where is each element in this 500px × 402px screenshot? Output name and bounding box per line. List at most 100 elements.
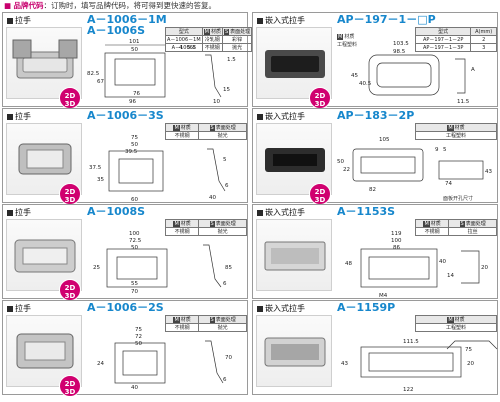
svg-text:55: 55 bbox=[131, 281, 138, 287]
svg-text:5: 5 bbox=[443, 147, 447, 153]
category-label: 拉手 bbox=[7, 207, 31, 218]
svg-text:70: 70 bbox=[225, 355, 232, 361]
side-profile: 75 bbox=[446, 340, 498, 353]
product-code: A－1006－3S bbox=[87, 109, 164, 122]
technical-drawing: 75 72 50 24 40 70 6 bbox=[97, 327, 232, 391]
svg-text:50: 50 bbox=[337, 159, 344, 165]
svg-text:M4: M4 bbox=[379, 293, 388, 299]
svg-text:85: 85 bbox=[225, 265, 232, 271]
svg-text:101: 101 bbox=[129, 39, 140, 45]
svg-text:22: 22 bbox=[343, 167, 350, 173]
product-photo bbox=[6, 315, 82, 387]
category-label: 拉手 bbox=[7, 111, 31, 122]
svg-text:70: 70 bbox=[131, 289, 138, 295]
svg-text:15: 15 bbox=[223, 87, 230, 93]
svg-text:5.8: 5.8 bbox=[187, 45, 196, 51]
svg-text:10: 10 bbox=[213, 99, 220, 105]
product-photo bbox=[6, 219, 82, 291]
bullet-icon: ■ bbox=[4, 1, 12, 10]
brand-code-note: ■ 品牌代码：订购时，填写品牌代码，将可得到更快速的答复。 bbox=[0, 0, 500, 12]
svg-text:96: 96 bbox=[129, 99, 136, 105]
brand-code-label: 品牌代码 bbox=[13, 1, 44, 10]
svg-text:20: 20 bbox=[481, 265, 488, 271]
product-code: A－1008S bbox=[87, 205, 146, 218]
svg-text:67: 67 bbox=[97, 79, 104, 85]
svg-text:50: 50 bbox=[135, 341, 142, 347]
svg-text:6: 6 bbox=[225, 183, 229, 189]
product-code: AP－197－1－□P bbox=[337, 13, 436, 26]
svg-text:5: 5 bbox=[223, 157, 227, 163]
svg-text:43: 43 bbox=[341, 361, 348, 367]
svg-text:86: 86 bbox=[393, 245, 400, 251]
svg-text:98.5: 98.5 bbox=[393, 49, 406, 55]
svg-text:A: A bbox=[471, 67, 475, 73]
svg-text:100: 100 bbox=[129, 231, 140, 237]
svg-text:72.5: 72.5 bbox=[129, 238, 142, 244]
svg-text:40: 40 bbox=[439, 259, 446, 265]
svg-text:45: 45 bbox=[351, 73, 358, 79]
category-label: 嵌入式拉手 bbox=[257, 207, 305, 218]
technical-drawing: 119 100 86 48 40 14 M4 20 bbox=[345, 231, 488, 299]
svg-text:74: 74 bbox=[445, 181, 452, 187]
svg-text:75: 75 bbox=[135, 327, 142, 333]
svg-text:24: 24 bbox=[97, 361, 104, 367]
technical-drawing: 111.5 43 20 122 bbox=[341, 339, 474, 393]
technical-drawing: 75 50 39.5 37.5 35 60 5 6 40 bbox=[89, 135, 229, 203]
product-code: A－1153S bbox=[337, 205, 396, 218]
svg-text:50: 50 bbox=[131, 142, 138, 148]
product-photo bbox=[256, 315, 332, 387]
cutout-label: 面板开孔尺寸 bbox=[443, 196, 474, 202]
svg-text:39.5: 39.5 bbox=[125, 149, 138, 155]
svg-text:37.5: 37.5 bbox=[89, 165, 102, 171]
svg-text:4: 4 bbox=[179, 45, 183, 51]
svg-text:100: 100 bbox=[391, 238, 402, 244]
technical-drawing: 100 72.5 50 25 55 70 85 6 bbox=[93, 231, 232, 295]
svg-text:25: 25 bbox=[93, 265, 100, 271]
material-value: 工程塑料 bbox=[337, 42, 358, 48]
svg-text:40.5: 40.5 bbox=[359, 81, 372, 87]
category-label: 嵌入式拉手 bbox=[257, 111, 305, 122]
svg-text:43: 43 bbox=[485, 169, 492, 175]
svg-text:9: 9 bbox=[435, 147, 439, 153]
svg-text:111.5: 111.5 bbox=[403, 339, 419, 345]
square-icon bbox=[7, 17, 13, 24]
svg-text:82.5: 82.5 bbox=[87, 71, 100, 77]
svg-text:75: 75 bbox=[465, 347, 472, 353]
product-code: A－1006－2S bbox=[87, 301, 164, 314]
category-label: 嵌入式拉手 bbox=[257, 303, 305, 314]
svg-text:6: 6 bbox=[223, 377, 227, 383]
product-code: A－1159P bbox=[337, 301, 396, 314]
technical-drawing: 105 50 22 82 9 5 43 74 bbox=[337, 137, 492, 193]
svg-text:35: 35 bbox=[97, 177, 104, 183]
technical-drawing: 103.5 98.5 45 40.5 A 11.5 bbox=[351, 41, 475, 105]
svg-text:76: 76 bbox=[133, 91, 140, 97]
svg-text:72: 72 bbox=[135, 334, 142, 340]
svg-text:11.5: 11.5 bbox=[457, 99, 470, 105]
handle-photo bbox=[12, 39, 78, 79]
product-photo bbox=[256, 27, 332, 99]
technical-drawing: 101 50 82.5 67 76 96 4 5.8 1.5 15 10 bbox=[87, 39, 236, 105]
brand-code-text: ：订购时，填写品牌代码，将可得到更快速的答复。 bbox=[43, 1, 216, 10]
svg-text:50: 50 bbox=[131, 47, 138, 53]
svg-text:119: 119 bbox=[391, 231, 402, 237]
svg-text:60: 60 bbox=[131, 197, 138, 203]
